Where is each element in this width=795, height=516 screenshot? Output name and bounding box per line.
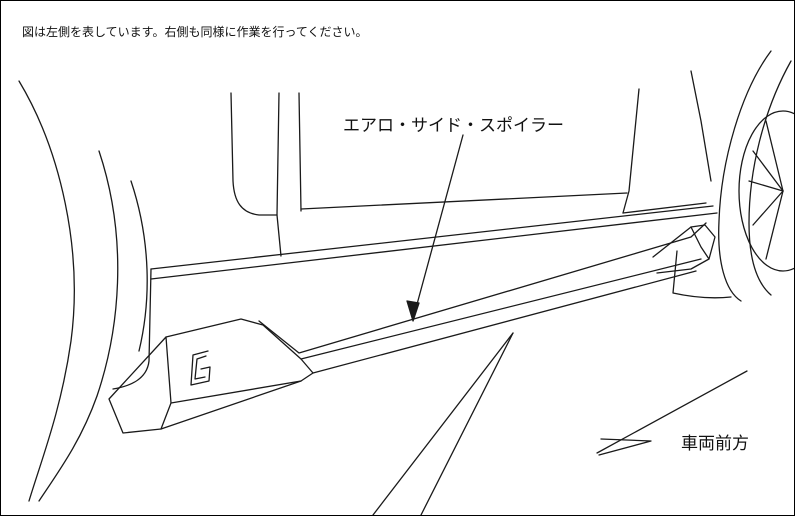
rim-spoke-4 xyxy=(765,120,784,192)
direction-label: 車両前方 xyxy=(681,434,749,454)
rear-arch-inner xyxy=(38,150,119,502)
spoiler-front-flare-inner xyxy=(690,226,710,260)
spoiler-mid-edge xyxy=(300,258,702,360)
sill-line-2 xyxy=(150,212,718,280)
spoiler-lower-edge xyxy=(312,270,697,374)
front-rim xyxy=(738,110,794,272)
front-door-front-edge xyxy=(622,88,640,214)
door-edge-vertical xyxy=(276,214,282,257)
upper-body-line xyxy=(300,192,628,210)
rim-spoke-2 xyxy=(752,150,784,192)
door-pillar-left xyxy=(230,92,280,216)
spoiler-rear-block xyxy=(108,318,314,434)
rim-spoke-1 xyxy=(748,180,784,192)
spoiler-rear-inner xyxy=(160,336,172,430)
leader-arrowhead xyxy=(406,300,420,322)
front-tire-inner xyxy=(748,60,792,296)
rim-spoke-5 xyxy=(765,190,784,260)
instruction-note: 図は左側を表しています。右側も同様に作業を行ってください。 xyxy=(22,25,368,39)
rear-arch-outer xyxy=(18,80,75,502)
g-emblem-inner xyxy=(194,355,207,380)
rear-arch-inner-2 xyxy=(130,180,148,352)
spoiler-top-edge xyxy=(258,222,707,354)
front-fender-lower xyxy=(622,202,707,214)
spoiler-front-flare xyxy=(652,224,716,274)
arrow-forward-head xyxy=(598,438,652,456)
g-emblem xyxy=(190,350,211,386)
leader-line xyxy=(412,134,464,320)
rim-spoke-3 xyxy=(752,190,784,226)
part-label: エアロ・サイド・スポイラー xyxy=(343,116,564,136)
front-door-rear-edge xyxy=(298,92,302,212)
ground-line-2 xyxy=(420,332,514,515)
mudguard xyxy=(672,250,732,299)
ground-line-1 xyxy=(372,332,514,515)
front-tire-outer xyxy=(718,50,772,302)
sill-line-1 xyxy=(150,205,714,270)
front-fender-line xyxy=(690,70,712,182)
spoiler-rear-fold xyxy=(170,380,302,404)
sill-lower xyxy=(112,268,152,390)
